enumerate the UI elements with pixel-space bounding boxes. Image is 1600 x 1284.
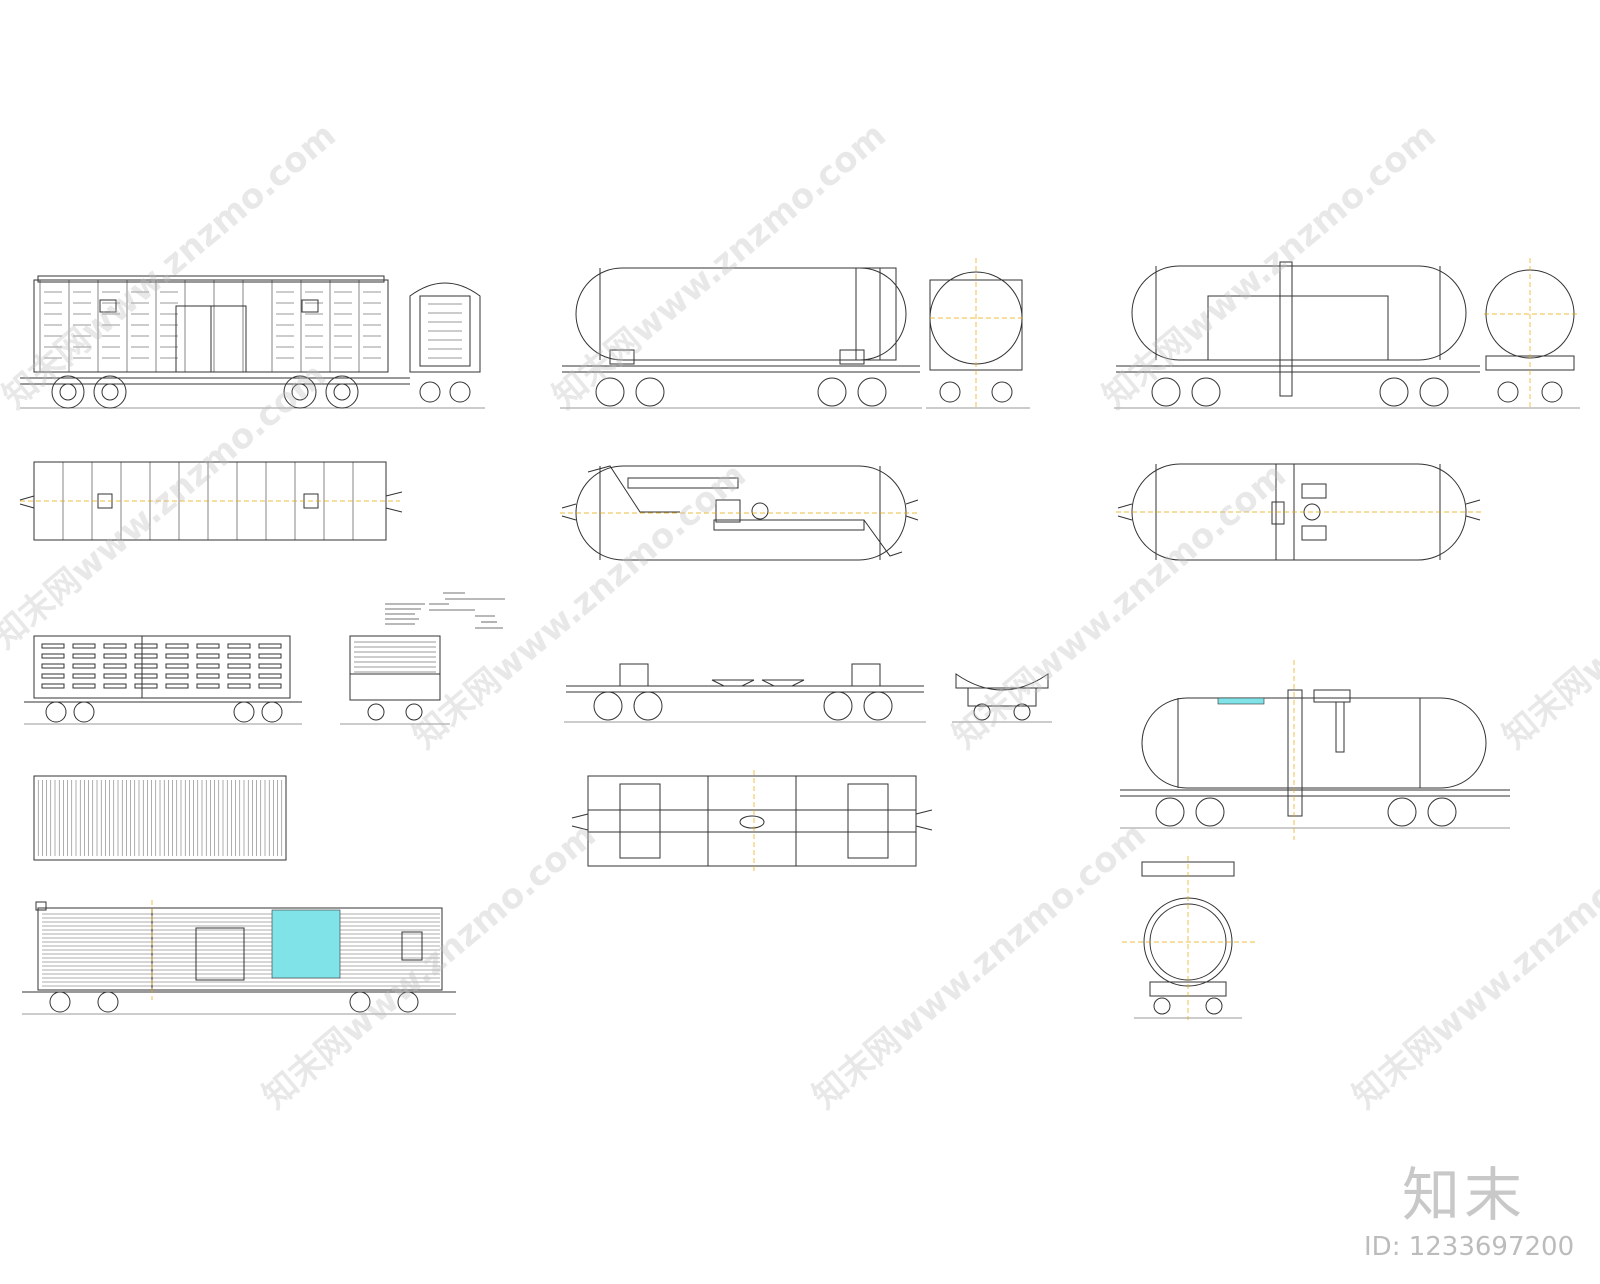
drawing-slot — [103, 653, 127, 659]
drawing-slot — [227, 643, 251, 649]
drawing-slot — [227, 683, 251, 689]
tank-car-3-side-elevation — [1120, 689, 1510, 829]
drawing-slot — [72, 663, 96, 669]
drawing-slot — [196, 653, 220, 659]
drawing-slot — [196, 643, 220, 649]
drawing-slot — [227, 663, 251, 669]
drawing-slot — [196, 683, 220, 689]
flat-frame-top-plan — [571, 775, 933, 867]
drawing-slot — [227, 653, 251, 659]
drawing-slot — [134, 663, 158, 669]
drawing-slot — [103, 643, 127, 649]
drawing-slot — [165, 643, 189, 649]
boxcar-side-elevation — [20, 275, 410, 409]
drawing-slot — [165, 673, 189, 679]
drawing-slot — [72, 653, 96, 659]
drawing-slot — [134, 673, 158, 679]
drawing-slot — [41, 673, 65, 679]
drawing-slot — [134, 683, 158, 689]
tank-car-2-side-elevation — [1114, 261, 1482, 409]
drawing-slot — [165, 653, 189, 659]
drawing-slot — [165, 663, 189, 669]
boxcar-end-elevation — [409, 282, 485, 409]
drawing-slot — [103, 663, 127, 669]
tank-car-1-side-elevation — [560, 267, 922, 409]
drawing-slot — [258, 673, 282, 679]
image-id-label: ID: 1233697200 — [1364, 1232, 1575, 1262]
drawing-slot — [72, 673, 96, 679]
tank-car-3-highlight-band — [1217, 697, 1265, 705]
drawing-slot — [227, 673, 251, 679]
reefer-highlight-panel — [271, 909, 341, 979]
drawing-slot — [134, 643, 158, 649]
drawing-slot — [196, 663, 220, 669]
drawing-slot — [165, 683, 189, 689]
stock-car-side-elevation — [24, 635, 302, 725]
drawing-slot — [72, 643, 96, 649]
title-block-graphic — [385, 592, 505, 629]
drawing-slot — [134, 653, 158, 659]
drawing-slot — [41, 683, 65, 689]
drawing-slot — [103, 683, 127, 689]
drawing-slot — [41, 663, 65, 669]
drawing-slot — [258, 643, 282, 649]
flat-frame-side-elevation — [564, 663, 926, 723]
drawing-slot — [72, 683, 96, 689]
flat-frame-end-elevation — [952, 673, 1052, 723]
brand-logo: 知末 — [1402, 1161, 1527, 1229]
drawing-slot — [258, 683, 282, 689]
drawing-slot — [258, 653, 282, 659]
drawing-slot — [103, 673, 127, 679]
tank-car-2-end-elevation — [1482, 269, 1580, 409]
drawing-title-block — [385, 590, 525, 638]
stock-car-end-elevation — [340, 635, 450, 725]
stock-car-top-plan — [33, 775, 287, 861]
drawing-slot — [258, 663, 282, 669]
drawing-slot — [196, 673, 220, 679]
reefer-car-side-elevation — [22, 901, 456, 1015]
tank-car-1-end-elevation — [926, 271, 1030, 409]
drawing-slot — [41, 643, 65, 649]
drawing-slot — [41, 653, 65, 659]
